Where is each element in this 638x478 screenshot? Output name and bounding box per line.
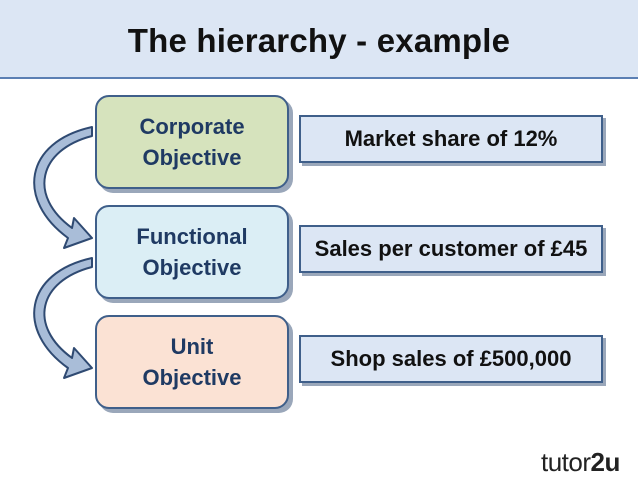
unit-example-label: Shop sales of £500,000 — [330, 346, 572, 371]
functional-example-label: Sales per customer of £45 — [314, 236, 588, 261]
curved-arrow-corporate-to-functional — [33, 126, 93, 249]
functional-objective-label: Functional Objective — [136, 224, 248, 280]
functional-example-box: Sales per customer of £45 — [299, 225, 603, 273]
corporate-example-label: Market share of 12% — [344, 126, 558, 151]
unit-example-box: Shop sales of £500,000 — [299, 335, 603, 383]
corporate-objective-box: Corporate Objective — [95, 95, 289, 189]
unit-objective-label: Unit Objective — [142, 334, 242, 390]
header-bar: The hierarchy - example — [0, 0, 638, 79]
logo-prefix: tutor — [541, 447, 591, 477]
logo-suffix: 2u — [590, 447, 621, 477]
unit-objective-box: Unit Objective — [95, 315, 289, 409]
corporate-example-box: Market share of 12% — [299, 115, 603, 163]
page-title: The hierarchy - example — [127, 22, 511, 59]
tutor2u-logo: tutor2u — [541, 447, 620, 478]
functional-objective-box: Functional Objective — [95, 205, 289, 299]
curved-arrow-functional-to-unit — [33, 257, 93, 379]
corporate-objective-label: Corporate Objective — [139, 114, 245, 170]
